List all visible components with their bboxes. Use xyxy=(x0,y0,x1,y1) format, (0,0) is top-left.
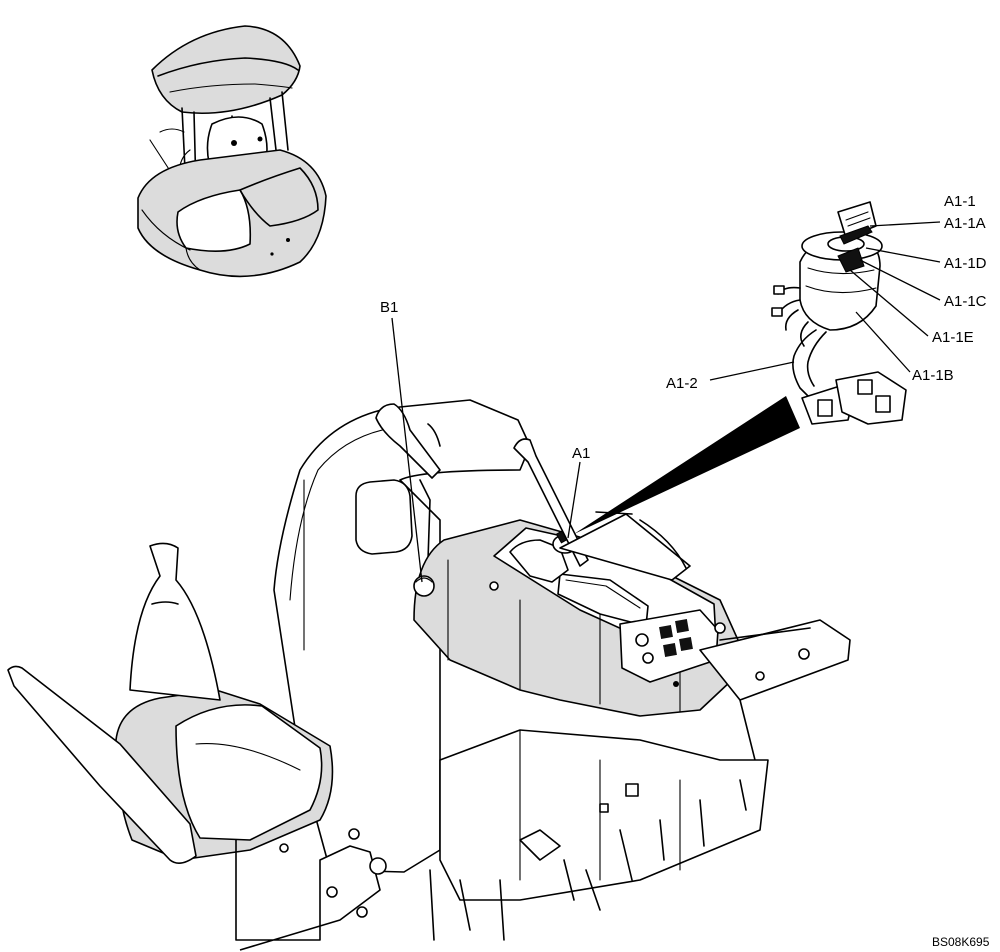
label-a1-1c: A1-1C xyxy=(944,293,987,310)
part-labels: B1 A1 A1-1 A1-1A A1-1D A1-1C A1-1E A1-1B… xyxy=(380,193,990,949)
ignition-switch-detail xyxy=(574,201,907,534)
leader-a1-1d xyxy=(865,247,941,263)
leader-a1-1a xyxy=(869,221,941,227)
operator-station-assembly xyxy=(7,399,851,951)
detail-callout-wedge xyxy=(574,396,800,534)
leader-b1 xyxy=(391,317,423,583)
label-a1-2: A1-2 xyxy=(666,375,698,392)
leader-lines xyxy=(391,221,941,583)
label-a1-1a: A1-1A xyxy=(944,215,986,232)
leader-a1 xyxy=(567,461,581,539)
drawing-reference-code: BS08K695 xyxy=(932,935,990,949)
leader-a1-1c xyxy=(859,259,941,301)
leader-a1-2 xyxy=(709,361,795,381)
leader-a1-1e xyxy=(849,269,929,337)
label-a1-1d: A1-1D xyxy=(944,255,987,272)
label-a1-1b: A1-1B xyxy=(912,367,954,384)
machine-locator-view xyxy=(137,25,327,278)
label-a1-1: A1-1 xyxy=(944,193,976,210)
leader-a1-1b xyxy=(855,311,911,373)
label-a1: A1 xyxy=(572,445,590,462)
label-a1-1e: A1-1E xyxy=(932,329,974,346)
label-b1: B1 xyxy=(380,299,398,316)
